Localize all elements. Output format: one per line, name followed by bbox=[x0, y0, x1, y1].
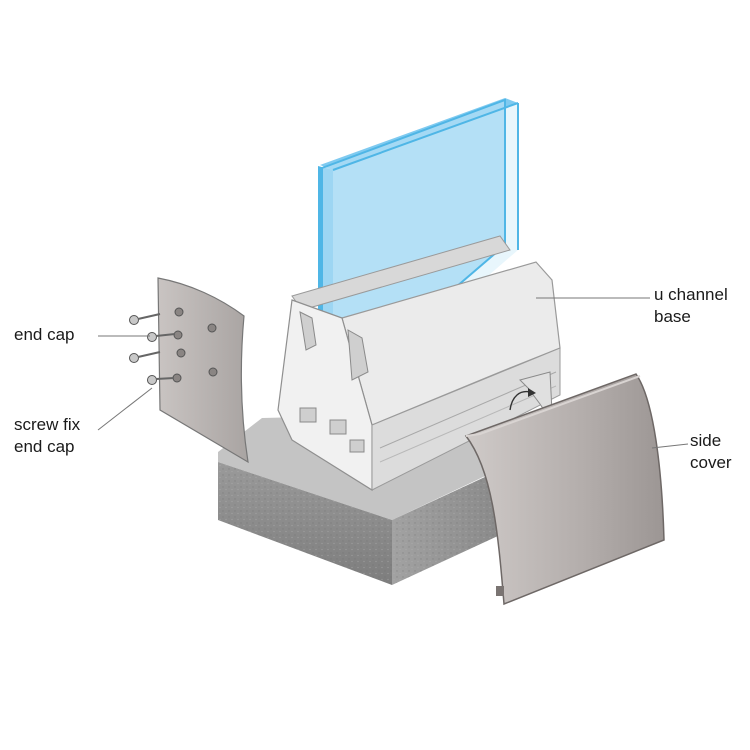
label-u-channel-line-1: u channel bbox=[654, 285, 728, 304]
leader-side-cover bbox=[651, 443, 689, 449]
side-cover bbox=[464, 373, 665, 606]
label-u-channel-base: u channel base bbox=[654, 284, 728, 328]
label-end-cap: end cap bbox=[14, 324, 75, 346]
screw-icon bbox=[147, 375, 175, 385]
screws bbox=[129, 313, 176, 385]
label-screw-fix-line-1: screw fix bbox=[14, 415, 81, 434]
label-side-cover: side cover bbox=[690, 430, 732, 474]
hole-icon bbox=[174, 307, 184, 317]
arrow-icon bbox=[509, 390, 531, 411]
label-side-cover-line-1: side bbox=[690, 431, 722, 450]
leader-screw-fix bbox=[97, 387, 153, 431]
screw-icon bbox=[129, 313, 161, 325]
end-cap bbox=[157, 277, 249, 464]
label-u-channel-line-2: base bbox=[654, 307, 691, 326]
screw-icon bbox=[147, 332, 176, 342]
u-channel-base bbox=[277, 235, 561, 492]
screw-icon bbox=[129, 351, 161, 363]
hole-icon bbox=[207, 323, 217, 333]
label-side-cover-line-2: cover bbox=[690, 453, 732, 472]
hole-icon bbox=[176, 348, 186, 358]
label-screw-fix-line-2: end cap bbox=[14, 437, 75, 456]
hole-icon bbox=[208, 367, 218, 377]
hole-icon bbox=[173, 330, 183, 340]
label-end-cap-line-1: end cap bbox=[14, 325, 75, 344]
label-screw-fix-end-cap: screw fix end cap bbox=[14, 414, 80, 458]
hole-icon bbox=[172, 373, 182, 383]
leader-lines bbox=[97, 297, 689, 449]
